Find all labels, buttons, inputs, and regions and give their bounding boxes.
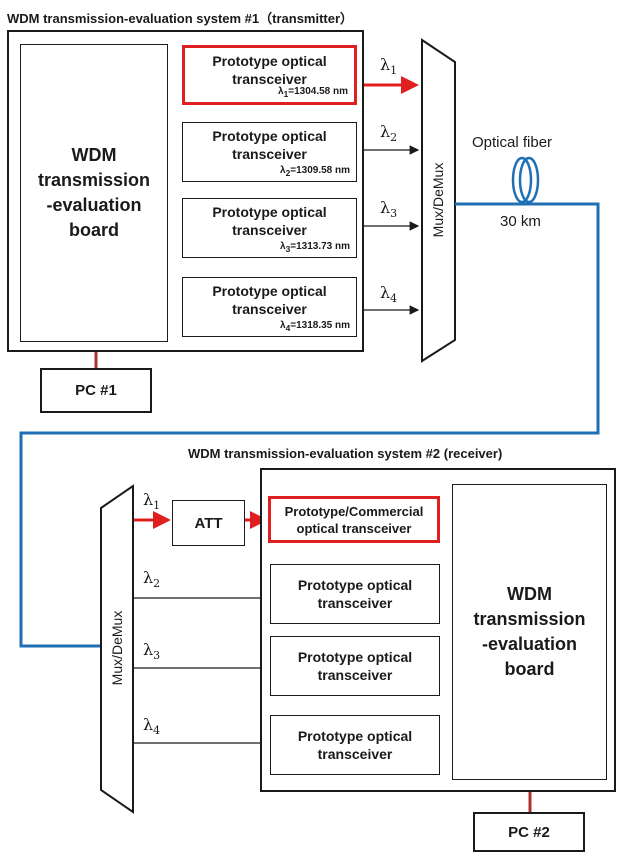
tx3-wavelength: λ3=1313.73 nm: [280, 241, 350, 254]
rx-lambda-1: λ1: [143, 490, 161, 513]
pc1-box: PC #1: [40, 368, 152, 413]
tx-lambda-2: λ2: [380, 122, 398, 145]
tx-transceiver-3: Prototype optical transceiver λ3=1313.73 …: [182, 198, 357, 258]
att-box: ATT: [172, 500, 245, 546]
board1-line4: board: [68, 220, 119, 240]
rx-lambda-3: λ3: [143, 640, 161, 663]
system2-board: WDM transmission -evaluation board: [452, 484, 607, 780]
tx-transceiver-2: Prototype optical transceiver λ2=1309.58 …: [182, 122, 357, 182]
rx1-name-line1: Prototype/Commercial: [284, 504, 424, 519]
mux-demux-1: [421, 38, 456, 363]
tx3-name-line1: Prototype optical: [212, 204, 327, 220]
rx4-name-line2: transceiver: [317, 746, 393, 762]
tx-transceiver-4: Prototype optical transceiver λ4=1318.35 …: [182, 277, 357, 337]
system1-board: WDM transmission -evaluation board: [20, 44, 168, 342]
mux-demux-2: [100, 484, 134, 814]
tx2-wavelength: λ2=1309.58 nm: [280, 165, 350, 178]
rx3-name-line2: transceiver: [317, 667, 393, 683]
tx1-wavelength: λ1=1304.58 nm: [278, 86, 348, 99]
rx2-name-line1: Prototype optical: [297, 577, 413, 593]
system2-title: WDM transmission-evaluation system #2 (r…: [188, 446, 503, 461]
rx2-name-line2: transceiver: [317, 595, 393, 611]
rx-transceiver-4: Prototype optical transceiver: [270, 715, 440, 775]
rx-lambda-2: λ2: [143, 568, 161, 591]
rx-lambda-4: λ4: [143, 715, 161, 738]
system1-title: WDM transmission-evaluation system #1（tr…: [7, 11, 354, 26]
tx2-name-line2: transceiver: [232, 146, 307, 162]
rx-transceiver-1: Prototype/Commercial optical transceiver: [268, 496, 440, 543]
tx1-name-line2: transceiver: [232, 71, 307, 87]
rx-transceiver-3: Prototype optical transceiver: [270, 636, 440, 696]
tx4-name-line1: Prototype optical: [212, 283, 327, 299]
board2-line1: WDM: [507, 584, 552, 604]
tx3-name-line2: transceiver: [232, 222, 307, 238]
tx4-wavelength: λ4=1318.35 nm: [280, 320, 350, 333]
board2-line2: transmission: [473, 609, 586, 629]
fiber-length: 30 km: [500, 213, 541, 230]
mux1-label: Mux/DeMux: [430, 162, 446, 238]
tx2-name-line1: Prototype optical: [212, 128, 327, 144]
tx1-name-line1: Prototype optical: [212, 53, 327, 69]
tx-transceiver-1: Prototype optical transceiver λ1=1304.58 …: [182, 45, 357, 105]
tx-lambda-3: λ3: [380, 198, 398, 221]
tx-lambda-1: λ1: [380, 55, 398, 78]
pc2-box: PC #2: [473, 812, 585, 852]
fiber-coil-icon: [511, 156, 540, 204]
rx3-name-line1: Prototype optical: [297, 649, 413, 665]
board2-line3: -evaluation: [481, 634, 577, 654]
board1-line2: transmission: [37, 170, 151, 190]
board1-line3: -evaluation: [46, 195, 142, 215]
fiber-label: Optical fiber: [472, 134, 553, 151]
rx-transceiver-2: Prototype optical transceiver: [270, 564, 440, 624]
tx4-name-line2: transceiver: [232, 301, 307, 317]
mux2-label: Mux/DeMux: [109, 610, 125, 686]
rx1-name-line2: optical transceiver: [296, 521, 412, 536]
board2-line4: board: [504, 659, 555, 679]
optical-fiber-line: [19, 202, 600, 648]
board1-line1: WDM: [71, 145, 117, 165]
tx-lambda-4: λ4: [380, 283, 398, 306]
rx4-name-line1: Prototype optical: [297, 728, 413, 744]
